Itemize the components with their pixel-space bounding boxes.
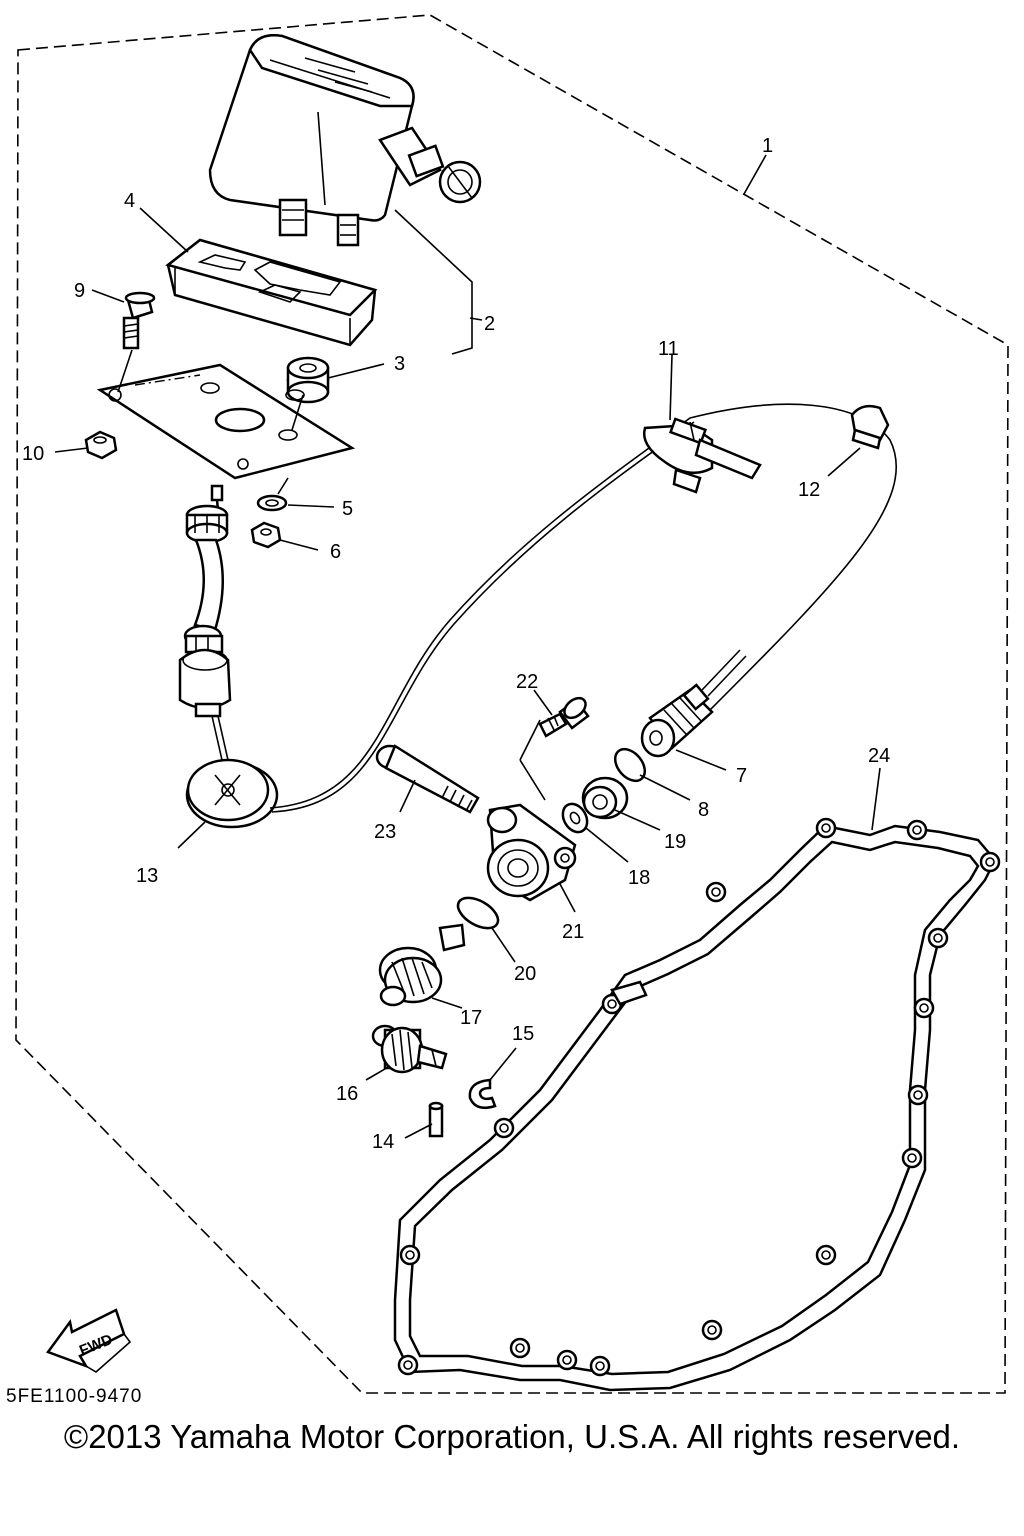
callout-24: 24	[868, 745, 890, 767]
part-12-clamp[interactable]	[850, 404, 890, 450]
part-8-o-ring[interactable]	[609, 743, 651, 786]
part-2-speedometer[interactable]	[208, 34, 482, 247]
callout-4: 4	[124, 190, 135, 212]
assembly-boundary	[15, 14, 1009, 1394]
callout-16: 16	[336, 1083, 358, 1105]
callout-19: 19	[664, 831, 686, 853]
mounting-bracket[interactable]	[96, 363, 356, 480]
callout-6: 6	[330, 541, 341, 563]
leader-lines	[54, 154, 881, 1139]
part-11-cable-tie[interactable]	[642, 417, 762, 494]
callout-12: 12	[798, 479, 820, 501]
callout-7: 7	[736, 765, 747, 787]
callout-5: 5	[342, 498, 353, 520]
part-10-nut[interactable]	[84, 430, 118, 460]
part-13-grommet[interactable]	[185, 758, 279, 829]
meter-cable-lower	[269, 403, 898, 809]
callout-10: 10	[22, 443, 44, 465]
callout-1: 1	[762, 135, 773, 157]
fwd-arrow-icon: FWD	[46, 1308, 132, 1373]
callout-17: 17	[460, 1007, 482, 1029]
callout-3: 3	[394, 353, 405, 375]
callout-14: 14	[372, 1131, 394, 1153]
copyright-notice: ©2013 Yamaha Motor Corporation, U.S.A. A…	[64, 1418, 960, 1455]
callout-18: 18	[628, 867, 650, 889]
part-14-pin[interactable]	[428, 1101, 444, 1138]
part-23-bolt[interactable]	[375, 744, 480, 814]
part-9-bolt[interactable]	[122, 291, 156, 350]
part-4-damper[interactable]	[165, 238, 378, 347]
part-16-drive-gear[interactable]	[371, 1024, 448, 1074]
callout-23: 23	[374, 821, 396, 843]
callout-15: 15	[512, 1023, 534, 1045]
callout-labels: 1 2 3 4 5 6 7 8 9 10 11 12 13 14 15 16 1…	[22, 135, 890, 1153]
part-18-washer[interactable]	[558, 800, 592, 837]
part-21-housing[interactable]	[486, 803, 577, 902]
part-5-washer[interactable]	[256, 494, 288, 512]
callout-13: 13	[136, 865, 158, 887]
part-15-circlip[interactable]	[468, 1078, 497, 1109]
part-7-cable-end[interactable]	[640, 649, 747, 758]
part-22-screw[interactable]	[538, 694, 590, 738]
part-6-nut[interactable]	[250, 521, 282, 549]
part-20-o-ring[interactable]	[453, 892, 503, 935]
part-17-gear[interactable]	[378, 923, 466, 1007]
meter-cable-upper[interactable]	[178, 484, 232, 761]
callout-20: 20	[514, 963, 536, 985]
callout-22: 22	[516, 671, 538, 693]
drawing-code: 5FE1100-9470	[6, 1386, 142, 1407]
part-19-oil-seal[interactable]	[581, 776, 629, 820]
part-3-grommet[interactable]	[286, 356, 330, 404]
callout-2: 2	[484, 313, 495, 335]
callout-9: 9	[74, 280, 85, 302]
callout-21: 21	[562, 921, 584, 943]
part-24-gasket[interactable]	[393, 817, 1001, 1392]
callout-8: 8	[698, 799, 709, 821]
callout-11: 11	[658, 338, 679, 360]
